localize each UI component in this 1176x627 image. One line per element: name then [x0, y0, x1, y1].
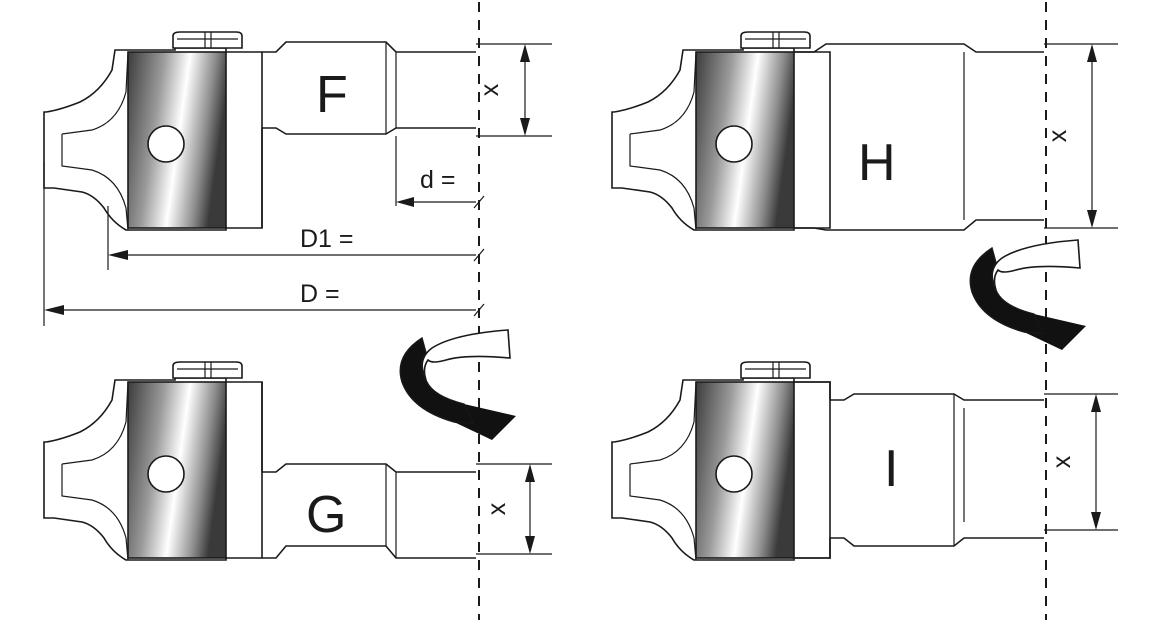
height-dimension-g: x	[476, 463, 552, 555]
profile-label: G	[306, 486, 346, 544]
dimension-d1: D1 =	[107, 206, 485, 270]
d1-label: D1 =	[300, 225, 354, 253]
profile-label: H	[858, 134, 896, 192]
height-label: x	[476, 83, 504, 96]
height-label: x	[1044, 129, 1072, 142]
height-dimension-f: x	[476, 43, 552, 137]
profile-label: F	[316, 66, 348, 124]
rotate-over-arrow-icon	[399, 329, 517, 441]
profile-g: G	[43, 361, 476, 561]
height-label: x	[483, 502, 511, 515]
dimension-d: D =	[43, 162, 485, 326]
profile-label: I	[884, 440, 898, 498]
profile-f: F	[43, 31, 476, 231]
d-label: d =	[420, 166, 455, 194]
dimension-d-small: d =	[395, 136, 485, 209]
profile-h: H	[611, 31, 1044, 231]
D-label: D =	[300, 280, 340, 308]
height-dimension-i: x	[1044, 393, 1118, 531]
height-label: x	[1048, 455, 1076, 468]
profile-i: I	[611, 361, 1044, 561]
height-dimension-h: x	[1044, 43, 1118, 229]
rotate-over-arrow-icon	[969, 239, 1087, 351]
